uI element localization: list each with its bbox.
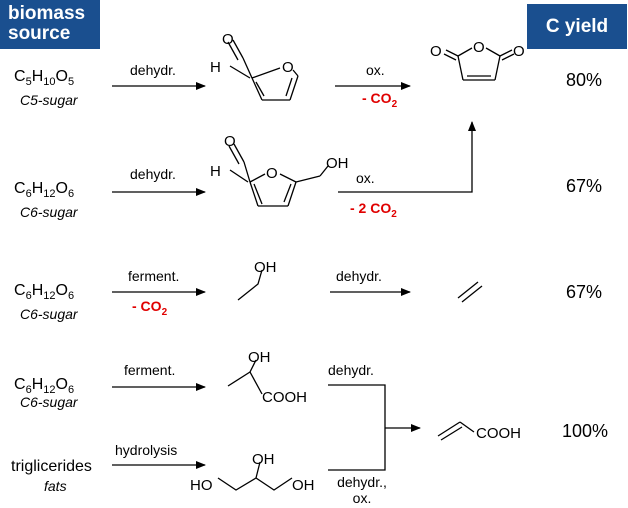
ethanol-structure	[237, 269, 263, 301]
furfural-h-label: H	[210, 59, 221, 76]
row1-step1-label: dehydr.	[130, 62, 176, 78]
acrylic-cooh-label: COOH	[476, 425, 521, 442]
row1-step2-label: ox.	[366, 62, 385, 78]
row3-co2-loss: - CO2	[132, 298, 168, 318]
furfural-o-carbonyl: O	[222, 31, 234, 48]
biomass-source-header: biomass source	[0, 0, 100, 49]
header-line-2: source	[8, 23, 71, 44]
row2-step2-label: ox.	[356, 170, 375, 186]
furfural-structure	[227, 39, 299, 101]
row4-sublabel: C6-sugar	[20, 394, 78, 410]
glycerol-ho-left: HO	[190, 477, 213, 494]
hmf-o-carbonyl: O	[224, 133, 236, 150]
row2-step1-label: dehydr.	[130, 166, 176, 182]
row5-formula: triglicerides	[11, 458, 92, 475]
c-yield-header: C yield	[527, 4, 627, 49]
glycerol-structure	[217, 477, 293, 491]
row2-sublabel: C6-sugar	[20, 204, 78, 220]
merge-bracket	[328, 384, 386, 471]
hmf-oh-label: OH	[326, 155, 349, 172]
glycerol-oh-right: OH	[292, 477, 315, 494]
glycerol-oh-top: OH	[252, 451, 275, 468]
row5-step2-label: dehydr., ox.	[337, 474, 387, 506]
row4-step2-label: dehydr.	[328, 362, 374, 378]
row1-formula: C5H10O5	[14, 68, 75, 89]
furfural-o-label: O	[282, 59, 294, 76]
row2-formula: C6H12O6	[14, 180, 75, 201]
lactic-oh-label: OH	[248, 349, 271, 366]
hmf-h-label: H	[210, 163, 221, 180]
maleic-anhydride-structure	[443, 47, 515, 81]
row3-yield: 67%	[566, 282, 603, 302]
row3-sublabel: C6-sugar	[20, 306, 78, 322]
row1-yield: 80%	[566, 70, 603, 90]
row2-arrow2	[338, 121, 476, 193]
row3-step2-label: dehydr.	[336, 268, 382, 284]
lactic-cooh-label: COOH	[262, 389, 307, 406]
row1-sublabel: C5-sugar	[20, 92, 78, 108]
acrylic-acid-structure	[437, 421, 475, 441]
row2-co2-loss: - 2 CO2	[350, 200, 397, 220]
row3-step1-label: ferment.	[128, 268, 180, 284]
row4-step1-label: ferment.	[124, 362, 176, 378]
ethylene-structure	[457, 281, 483, 303]
row4-formula: C6H12O6	[14, 376, 75, 397]
row5-step1-label: hydrolysis	[115, 442, 178, 458]
anhydride-o-right: O	[513, 43, 525, 60]
row3-formula: C6H12O6	[14, 282, 75, 303]
row5-sublabel: fats	[44, 478, 67, 494]
row2-yield: 67%	[566, 176, 603, 196]
hmf-structure	[228, 143, 329, 207]
ethanol-oh-label: OH	[254, 259, 277, 276]
hmf-ring-o: O	[266, 165, 278, 182]
anhydride-ring-o: O	[473, 39, 485, 56]
lactic-acid-structure	[227, 371, 263, 395]
anhydride-o-left: O	[430, 43, 442, 60]
acrylic-yield: 100%	[562, 421, 609, 441]
row1-co2-loss: - CO2	[362, 90, 398, 110]
header-line-1: biomass	[8, 3, 86, 24]
